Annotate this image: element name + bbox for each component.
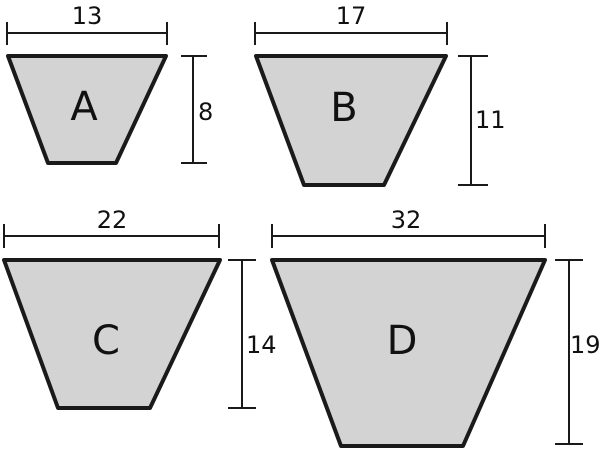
belt-d-width-label: 32 xyxy=(391,206,422,234)
belt-section-d: D 32 19 xyxy=(270,206,600,448)
belt-b-width-dimension xyxy=(254,22,448,45)
belt-b-height-label: 11 xyxy=(475,106,506,134)
belt-section-c: C 22 14 xyxy=(2,206,277,410)
belt-a-profile xyxy=(6,54,168,165)
belt-section-b: B 17 11 xyxy=(254,2,506,187)
belt-a-width-label: 13 xyxy=(72,2,103,30)
belt-c-width-label: 22 xyxy=(97,206,128,234)
belt-a-height-label: 8 xyxy=(198,98,213,126)
belt-b-label: B xyxy=(330,85,357,131)
belt-section-a: A 13 8 xyxy=(6,2,213,165)
belt-a-height-dimension xyxy=(181,55,207,164)
belt-d-height-label: 19 xyxy=(570,331,600,359)
belt-c-height-dimension xyxy=(228,259,256,409)
belt-d-width-dimension xyxy=(271,224,546,248)
belt-c-height-label: 14 xyxy=(246,331,277,359)
belt-c-profile xyxy=(2,258,222,410)
belt-c-width-dimension xyxy=(3,224,220,248)
belt-d-label: D xyxy=(387,318,418,364)
belt-a-label: A xyxy=(70,84,98,130)
belt-d-height-dimension xyxy=(555,259,583,445)
belt-d-profile xyxy=(270,258,547,448)
belt-b-height-dimension xyxy=(458,55,488,186)
belt-b-width-label: 17 xyxy=(336,2,367,30)
belt-a-width-dimension xyxy=(6,22,168,45)
belt-c-label: C xyxy=(92,318,120,364)
belt-b-profile xyxy=(254,54,448,187)
